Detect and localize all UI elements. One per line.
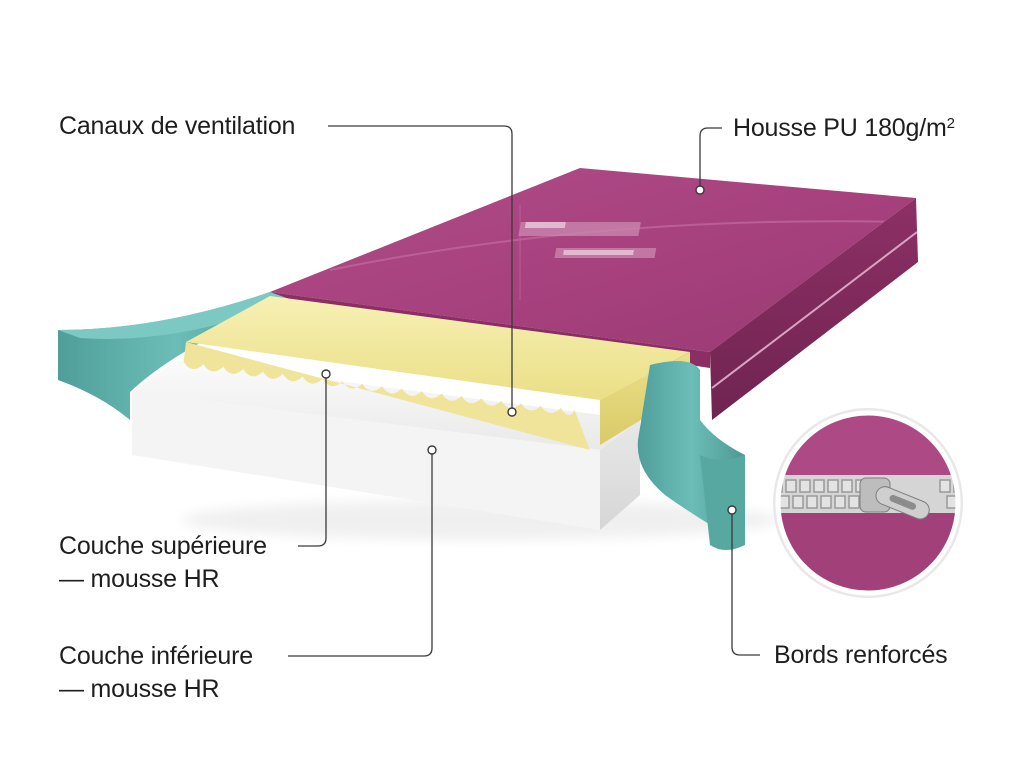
white-foam-front xyxy=(132,392,600,530)
cover-side-right xyxy=(710,198,918,420)
cover-side-seam xyxy=(711,231,918,389)
label-top-layer-line1: Couche supérieure xyxy=(59,532,267,560)
marker-cover xyxy=(695,185,705,195)
label-bottom-layer: Couche inférieure — mousse HR xyxy=(59,640,253,706)
leader-edges xyxy=(731,510,760,656)
teal-edge-left-top xyxy=(58,292,292,339)
yellow-foam-egg-crate xyxy=(183,342,590,451)
ground-shadow xyxy=(180,500,780,540)
teal-edge-right-front xyxy=(700,455,745,550)
cover-label xyxy=(518,222,657,258)
label-ventilation: Canaux de ventilation xyxy=(59,112,296,140)
label-cover-text: Housse PU 180g/m xyxy=(733,114,947,142)
leader-bottom-layer xyxy=(288,452,433,657)
cover-top-surface xyxy=(270,168,916,352)
label-edges: Bords renforcés xyxy=(774,641,948,669)
marker-edges xyxy=(727,505,737,515)
marker-bottom-layer xyxy=(427,445,437,455)
leader-top-layer xyxy=(298,376,327,547)
marker-ventilation xyxy=(507,407,517,417)
marker-top-layer xyxy=(321,369,331,379)
label-top-layer: Couche supérieure — mousse HR xyxy=(59,530,267,596)
zipper-detail-icon xyxy=(780,415,956,591)
label-bottom-layer-line1: Couche inférieure xyxy=(59,642,253,670)
label-top-layer-line2: — mousse HR xyxy=(59,565,220,593)
label-cover-superscript: 2 xyxy=(946,115,955,132)
yellow-foam-top xyxy=(186,296,690,400)
leader-cover xyxy=(699,127,722,188)
leader-ventilation xyxy=(328,125,513,410)
label-cover: Housse PU 180g/m2 xyxy=(733,112,955,145)
label-bottom-layer-line2: — mousse HR xyxy=(59,675,220,703)
zoom-circle-border xyxy=(775,410,961,596)
white-foam-side xyxy=(600,420,640,530)
